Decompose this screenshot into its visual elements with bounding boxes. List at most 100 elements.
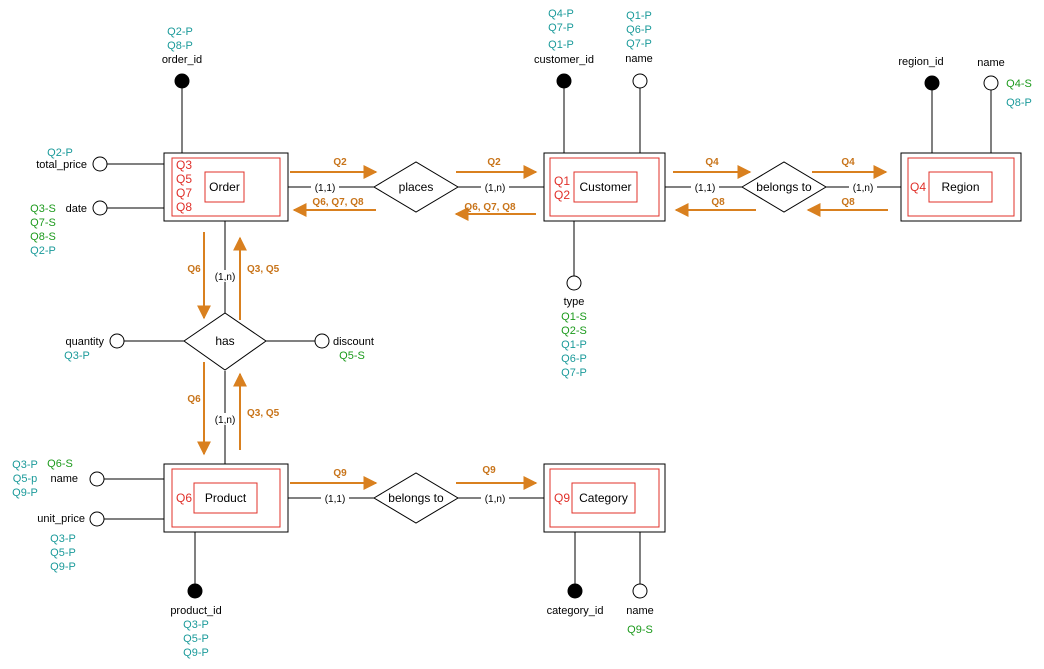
attr-query: Q3-P (183, 619, 209, 631)
attr-marker-product-name (89, 471, 105, 487)
attr-query: Q9-P (12, 487, 38, 499)
cardinality-label: (1,n) (215, 415, 236, 426)
attr-query: Q3-P (64, 350, 90, 362)
path-label: Q6, Q7, Q8 (464, 202, 516, 213)
entity-customer: Customer Q1 Q2 (543, 152, 666, 222)
path-label: Q4 (705, 157, 719, 168)
relationship-belongs-to-category: belongs to (373, 472, 459, 524)
cardinalities: (1,1) (1,n) (1,1) (1,n) (1,n) (1,n) (1,1… (211, 181, 877, 505)
attr-marker-unit-price (89, 511, 105, 527)
entity-query: Q4 (910, 180, 926, 194)
attr-query: Q5-p (13, 473, 37, 485)
attr-query: Q1-P (561, 339, 587, 351)
attr-label: name (625, 53, 653, 65)
attr-marker-order-date (92, 200, 108, 216)
relationship-label: places (399, 180, 434, 194)
entity-name: Region (941, 180, 979, 194)
relationship-label: has (215, 334, 234, 348)
attr-query: Q6-P (561, 353, 587, 365)
attr-query: Q6-P (626, 24, 652, 36)
path-label: Q4 (841, 157, 855, 168)
path-label: Q8 (711, 197, 725, 208)
attr-query: Q2-P (167, 26, 193, 38)
cardinality-label: (1,n) (853, 183, 874, 194)
attr-marker-category-name (632, 583, 648, 599)
cardinality-label: (1,1) (325, 494, 346, 505)
entity-query: Q8 (176, 200, 192, 214)
attr-marker-customer-type (566, 275, 582, 291)
attr-query: Q2-S (561, 325, 587, 337)
key-marker-region-id (924, 75, 940, 91)
attribute-order-id: Q2-P Q8-P order_id (162, 26, 202, 66)
path-label: Q2 (487, 157, 501, 168)
entity-query: Q9 (554, 491, 570, 505)
cardinality-label: (1,1) (695, 183, 716, 194)
attr-query: Q7-P (626, 38, 652, 50)
attr-marker-customer-name (632, 73, 648, 89)
path-label: Q8 (841, 197, 855, 208)
attr-query: Q2-P (47, 147, 73, 159)
entity-query: Q3 (176, 158, 192, 172)
attribute-total-price: Q2-P total_price (36, 147, 87, 171)
entity-query: Q1 (554, 174, 570, 188)
entity-region: Region Q4 (900, 152, 1022, 222)
attr-query: Q2-P (30, 245, 56, 257)
attr-query: Q1-S (561, 311, 587, 323)
key-marker-order-id (174, 73, 190, 89)
key-marker-product-id (187, 583, 203, 599)
attribute-unit-price: unit_price Q3-P Q5-P Q9-P (37, 513, 85, 573)
entity-name: Order (209, 180, 240, 194)
attr-query: Q9-P (50, 561, 76, 573)
attr-marker-region-name (983, 75, 999, 91)
entity-product: Product Q6 (163, 463, 289, 533)
attribute-quantity: quantity Q3-P (64, 336, 104, 362)
attr-query: Q1-P (548, 39, 574, 51)
attribute-customer-name: Q1-P Q6-P Q7-P name (625, 10, 653, 65)
cardinality-label: (1,n) (215, 272, 236, 283)
path-label: Q6 (187, 394, 201, 405)
entity-name: Product (205, 491, 247, 505)
relationship-has: has (183, 312, 267, 371)
attribute-product-id: product_id Q3-P Q5-P Q9-P (170, 605, 221, 659)
attr-query: Q6-S (47, 458, 73, 470)
entity-query: Q5 (176, 172, 192, 186)
attribute-category-id: category_id (547, 605, 604, 617)
entity-query: Q2 (554, 188, 570, 202)
entity-query: Q7 (176, 186, 192, 200)
path-label: Q6 (187, 264, 201, 275)
path-label: Q9 (333, 468, 347, 479)
cardinality-label: (1,n) (485, 183, 506, 194)
attr-query: Q4-P (548, 8, 574, 20)
attribute-order-date: date Q3-S Q7-S Q8-S Q2-P (30, 203, 87, 257)
attr-label: discount (333, 336, 374, 348)
attr-label: order_id (162, 54, 202, 66)
key-marker-customer-id (556, 73, 572, 89)
attr-query: Q5-P (183, 633, 209, 645)
path-label: Q2 (333, 157, 347, 168)
relationship-label: belongs to (756, 180, 812, 194)
relationship-places: places (373, 161, 459, 213)
entity-name: Category (579, 491, 628, 505)
attr-query: Q3-P (50, 533, 76, 545)
attr-marker-quantity (109, 333, 125, 349)
entity-query: Q6 (176, 491, 192, 505)
entity-order: Order Q3 Q5 Q7 Q8 (163, 152, 289, 222)
attr-query: Q5-S (339, 350, 365, 362)
attr-query: Q8-S (30, 231, 56, 243)
attr-label: name (977, 57, 1005, 69)
attr-label: product_id (170, 605, 221, 617)
attribute-region-name: name Q4-S Q8-P (977, 57, 1032, 109)
attr-marker-discount (314, 333, 330, 349)
attr-label: unit_price (37, 513, 85, 525)
access-path-arrows (197, 165, 888, 490)
entity-name: Customer (579, 180, 631, 194)
attr-query: Q7-P (561, 367, 587, 379)
attr-query: Q4-S (1006, 78, 1032, 90)
attribute-region-id: region_id (898, 56, 943, 68)
attr-query: Q1-P (626, 10, 652, 22)
entity-category: Category Q9 (543, 463, 666, 533)
relationship-label: belongs to (388, 491, 444, 505)
attr-label: name (626, 605, 654, 617)
attr-label: category_id (547, 605, 604, 617)
